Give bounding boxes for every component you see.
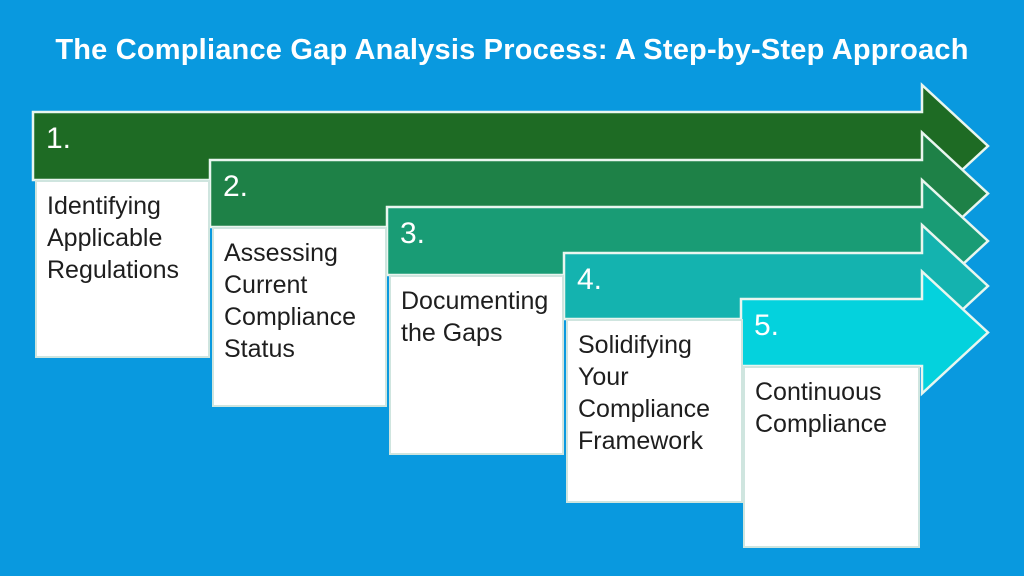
step3-description-box: Documenting the Gaps — [389, 275, 564, 455]
step1-description-box: Identifying Applicable Regulations — [35, 180, 210, 358]
step4-description-box: Solidifying Your Compliance Framework — [566, 319, 743, 503]
step3-number: 3. — [400, 217, 426, 250]
step4-number: 4. — [577, 263, 603, 296]
step5-number: 5. — [754, 309, 780, 342]
step5-description-box: Continuous Compliance — [743, 366, 920, 548]
step2-description-box: Assessing Current Compliance Status — [212, 227, 387, 407]
page-title: The Compliance Gap Analysis Process: A S… — [55, 34, 969, 66]
step1-number: 1. — [46, 122, 72, 155]
step2-number: 2. — [223, 170, 249, 203]
